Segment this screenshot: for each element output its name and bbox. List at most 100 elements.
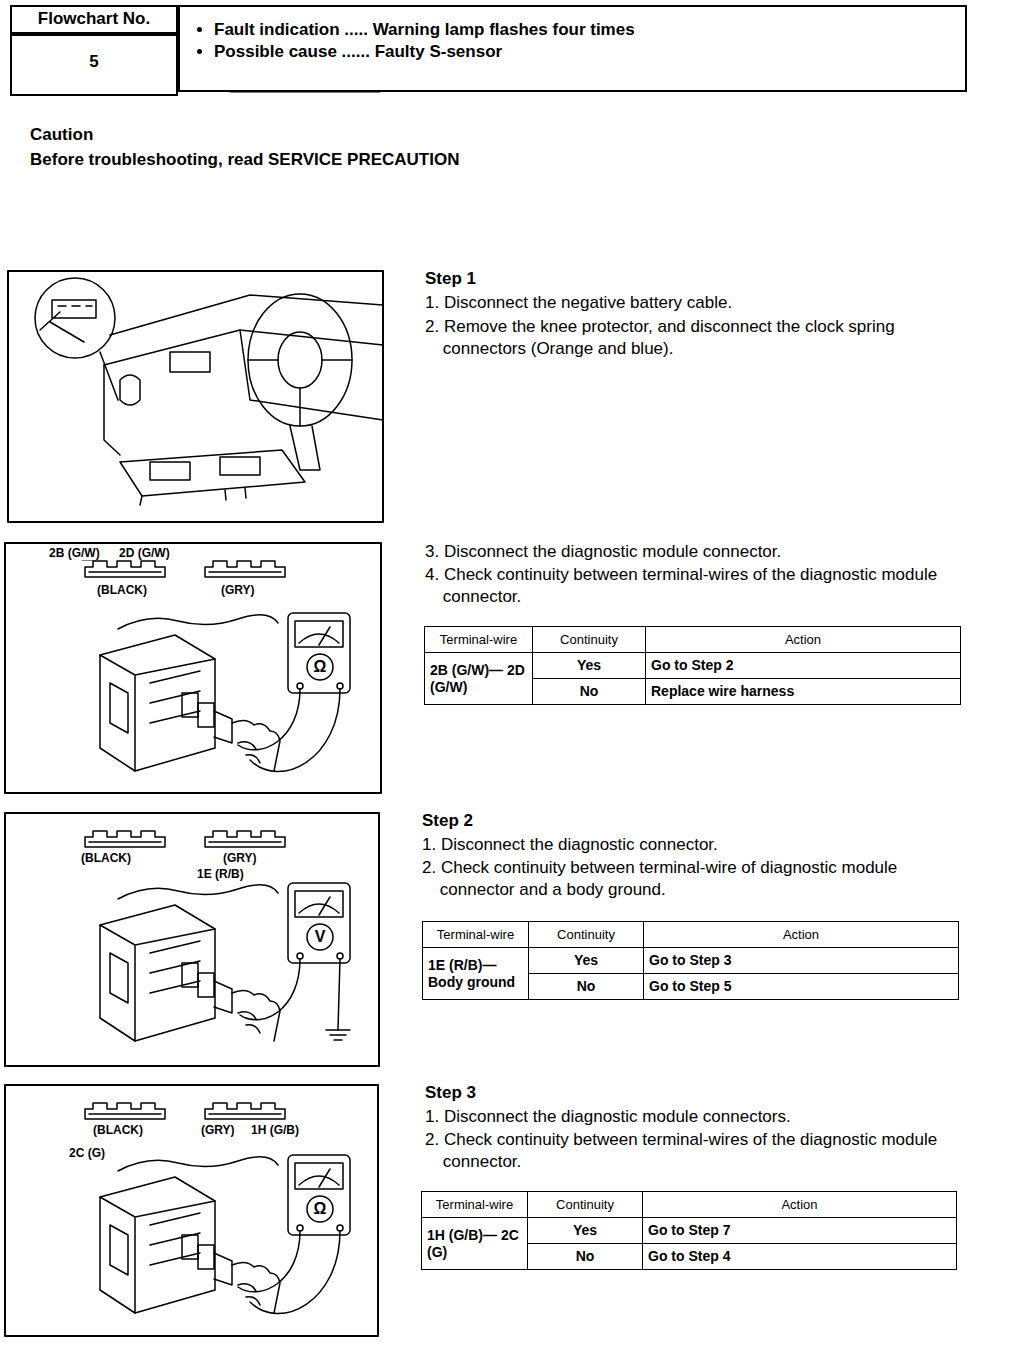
table-row: 1E (R/B)— Body groundYesGo to Step 3 bbox=[423, 948, 959, 974]
table-row: 2B (G/W)— 2D (G/W)YesGo to Step 2 bbox=[425, 653, 961, 679]
table-row: Terminal-wire Continuity Action bbox=[423, 922, 959, 948]
connector-label: (BLACK) bbox=[96, 583, 148, 597]
step-heading: Step 3 bbox=[425, 1082, 476, 1104]
table-cell: Go to Step 4 bbox=[643, 1244, 957, 1270]
connector-label: (BLACK) bbox=[80, 851, 132, 865]
table-text: Yes bbox=[574, 952, 598, 968]
result-table: Terminal-wire Continuity Action 1E (R/B)— B… bbox=[422, 921, 959, 1000]
dashboard-illustration-part bbox=[8, 271, 383, 522]
continuity-check-illustration-part bbox=[85, 1103, 350, 1313]
dashboard-illustration-part bbox=[40, 300, 96, 342]
continuity-check-illustration bbox=[5, 543, 381, 793]
meter-symbol: Ω bbox=[306, 1199, 334, 1219]
terminal-label: 1E (R/B) bbox=[196, 867, 245, 881]
dashboard-illustration-part bbox=[248, 294, 352, 426]
dashboard-illustration-part bbox=[220, 457, 260, 475]
table-cell: Go to Step 5 bbox=[644, 974, 959, 1000]
table-cell: 1E (R/B)— Body ground bbox=[423, 948, 529, 1000]
flowchart-number-cell: 5 bbox=[10, 32, 178, 96]
table-text: Terminal-wire bbox=[440, 632, 517, 647]
step-instruction: 1. Disconnect the negative battery cable… bbox=[425, 292, 970, 314]
flowchart-number: 5 bbox=[12, 34, 176, 90]
step-instruction: 2. Check continuity between terminal-wir… bbox=[422, 857, 967, 901]
table-cell: No bbox=[528, 1244, 643, 1270]
step-instruction: 1. Disconnect the diagnostic connector. bbox=[422, 834, 967, 856]
table-cell: No bbox=[529, 974, 644, 1000]
fault-box: Fault indication ..... Warning lamp flas… bbox=[178, 5, 967, 92]
caution-heading: Caution bbox=[30, 124, 93, 146]
table-cell: Yes bbox=[529, 948, 644, 974]
table-cell: Continuity bbox=[533, 627, 646, 653]
terminal-label: 1H (G/B) bbox=[250, 1123, 300, 1137]
table-text: Yes bbox=[573, 1222, 597, 1238]
table-cell: Terminal-wire bbox=[422, 1192, 528, 1218]
result-table: Terminal-wire Continuity Action 1H (G/B)— 2… bbox=[421, 1191, 957, 1270]
fault-list: Fault indication ..... Warning lamp flas… bbox=[180, 7, 965, 63]
dashboard-illustration-part bbox=[120, 375, 140, 405]
table-text: No bbox=[576, 1248, 595, 1264]
header-label: Flowchart No. bbox=[12, 7, 176, 30]
table-cell: Action bbox=[643, 1192, 957, 1218]
table-cell: Go to Step 7 bbox=[643, 1218, 957, 1244]
step-instruction: 2. Check continuity between terminal-wir… bbox=[425, 1129, 970, 1173]
table-text: Go to Step 2 bbox=[651, 657, 733, 673]
table-cell: Go to Step 3 bbox=[644, 948, 959, 974]
connector-label: (GRY) bbox=[222, 851, 258, 865]
table-text: Go to Step 3 bbox=[649, 952, 731, 968]
ground-check-illustration-part bbox=[326, 1030, 350, 1040]
ground-check-illustration-part bbox=[240, 959, 300, 1020]
table-row: Terminal-wireContinuityAction bbox=[425, 627, 961, 653]
table-cell: Continuity bbox=[529, 922, 644, 948]
continuity-check-illustration-part bbox=[250, 1231, 340, 1314]
table-row: No Go to Step 4 bbox=[422, 1244, 957, 1270]
table-text: Replace wire harness bbox=[651, 683, 794, 699]
table-cell: Go to Step 2 bbox=[646, 653, 961, 679]
table-text: Go to Step 4 bbox=[648, 1248, 730, 1264]
table-cell: Yes bbox=[528, 1218, 643, 1244]
table-cell: Yes bbox=[533, 653, 646, 679]
continuity-check-illustration-part bbox=[5, 543, 381, 793]
table-text: Go to Step 7 bbox=[648, 1222, 730, 1238]
table-cell: 1H (G/B)— 2C (G) bbox=[422, 1218, 528, 1270]
dashboard-illustration-part bbox=[170, 352, 210, 372]
dashboard-illustration bbox=[8, 271, 383, 522]
table-text: 1E (R/B)— Body ground bbox=[428, 957, 515, 990]
dashboard-illustration-part bbox=[120, 450, 305, 496]
caution-note: Before troubleshooting, read SERVICE PRE… bbox=[30, 149, 459, 171]
step-instruction: 3. Disconnect the diagnostic module conn… bbox=[425, 541, 970, 563]
table-text: 1H (G/B)— 2C (G) bbox=[427, 1227, 519, 1260]
table-text: Action bbox=[783, 927, 819, 942]
result-table: Terminal-wireContinuityAction2B (G/W)— 2… bbox=[424, 626, 961, 705]
table-text: Terminal-wire bbox=[437, 927, 514, 942]
table-row: No Replace wire harness bbox=[425, 679, 961, 705]
dashboard-illustration-part bbox=[248, 360, 352, 426]
dashboard-illustration-part bbox=[104, 330, 383, 455]
step-instruction: 2. Remove the knee protector, and discon… bbox=[425, 316, 970, 360]
ground-check-illustration-part bbox=[5, 813, 379, 1066]
table-cell: Terminal-wire bbox=[425, 627, 533, 653]
table-row: 1H (G/B)— 2C (G)YesGo to Step 7 bbox=[422, 1218, 957, 1244]
table-row: Terminal-wire Continuity Action bbox=[422, 1192, 957, 1218]
terminal-label: 2D (G/W) bbox=[118, 546, 171, 560]
table-text: Continuity bbox=[556, 1197, 614, 1212]
dashboard-illustration-part bbox=[110, 295, 383, 335]
continuity-check-illustration-part bbox=[5, 1085, 378, 1336]
continuity-check-illustration bbox=[5, 1085, 378, 1336]
table-text: 2B (G/W)— 2D (G/W) bbox=[430, 662, 525, 695]
step-instruction: 1. Disconnect the diagnostic module conn… bbox=[425, 1106, 970, 1128]
terminal-label: 2C (G) bbox=[68, 1146, 106, 1160]
dashboard-illustration-part bbox=[100, 352, 118, 400]
fault-text: Fault indication ..... Warning lamp flas… bbox=[214, 19, 965, 41]
dashboard-illustration-part bbox=[35, 278, 115, 358]
table-cell: Action bbox=[644, 922, 959, 948]
table-text: Action bbox=[781, 1197, 817, 1212]
ground-check-illustration bbox=[5, 813, 379, 1066]
continuity-check-illustration-part bbox=[238, 1231, 300, 1292]
table-text: No bbox=[580, 683, 599, 699]
dashboard-illustration-part bbox=[150, 462, 190, 480]
dashboard-illustration-part bbox=[290, 426, 320, 470]
table-text: Terminal-wire bbox=[436, 1197, 513, 1212]
table-text: No bbox=[577, 978, 596, 994]
table-cell: 2B (G/W)— 2D (G/W) bbox=[425, 653, 533, 705]
